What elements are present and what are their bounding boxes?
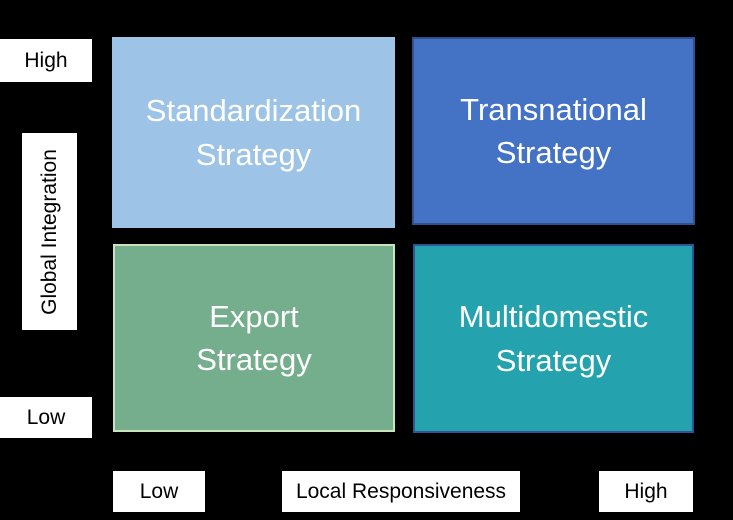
y-axis-low-label: Low bbox=[0, 397, 92, 438]
quadrant-multidomestic-strategy: Multidomestic Strategy bbox=[413, 244, 694, 433]
x-axis-low-text: Low bbox=[139, 479, 179, 503]
quadrant-transnational-strategy: Transnational Strategy bbox=[412, 37, 695, 225]
y-axis-high-text: High bbox=[24, 48, 68, 72]
quadrant-label-line: Transnational bbox=[460, 91, 647, 127]
y-axis-title-text: Global Integration bbox=[37, 148, 61, 315]
quadrant-label-line: Strategy bbox=[495, 135, 612, 170]
y-axis-title: Global Integration bbox=[22, 133, 77, 330]
y-axis-low-text: Low bbox=[26, 405, 66, 429]
quadrant-standardization-strategy: Standardization Strategy bbox=[112, 37, 395, 228]
quadrant-label-line: Strategy bbox=[195, 136, 312, 172]
quadrant-label-line: Strategy bbox=[495, 342, 612, 378]
quadrant-label-line: Multidomestic bbox=[458, 299, 649, 335]
quadrant-label-line: Strategy bbox=[196, 342, 312, 377]
x-axis-low-label: Low bbox=[113, 471, 205, 512]
x-axis-high-label: High bbox=[599, 471, 693, 512]
x-axis-title-text: Local Responsiveness bbox=[295, 479, 507, 503]
x-axis-high-text: High bbox=[624, 479, 668, 503]
y-axis-high-label: High bbox=[0, 39, 92, 82]
quadrant-label-line: Export bbox=[209, 298, 299, 334]
quadrant-export-strategy: Export Strategy bbox=[113, 244, 395, 432]
x-axis-title: Local Responsiveness bbox=[282, 471, 520, 512]
quadrant-label-line: Standardization bbox=[145, 93, 362, 129]
